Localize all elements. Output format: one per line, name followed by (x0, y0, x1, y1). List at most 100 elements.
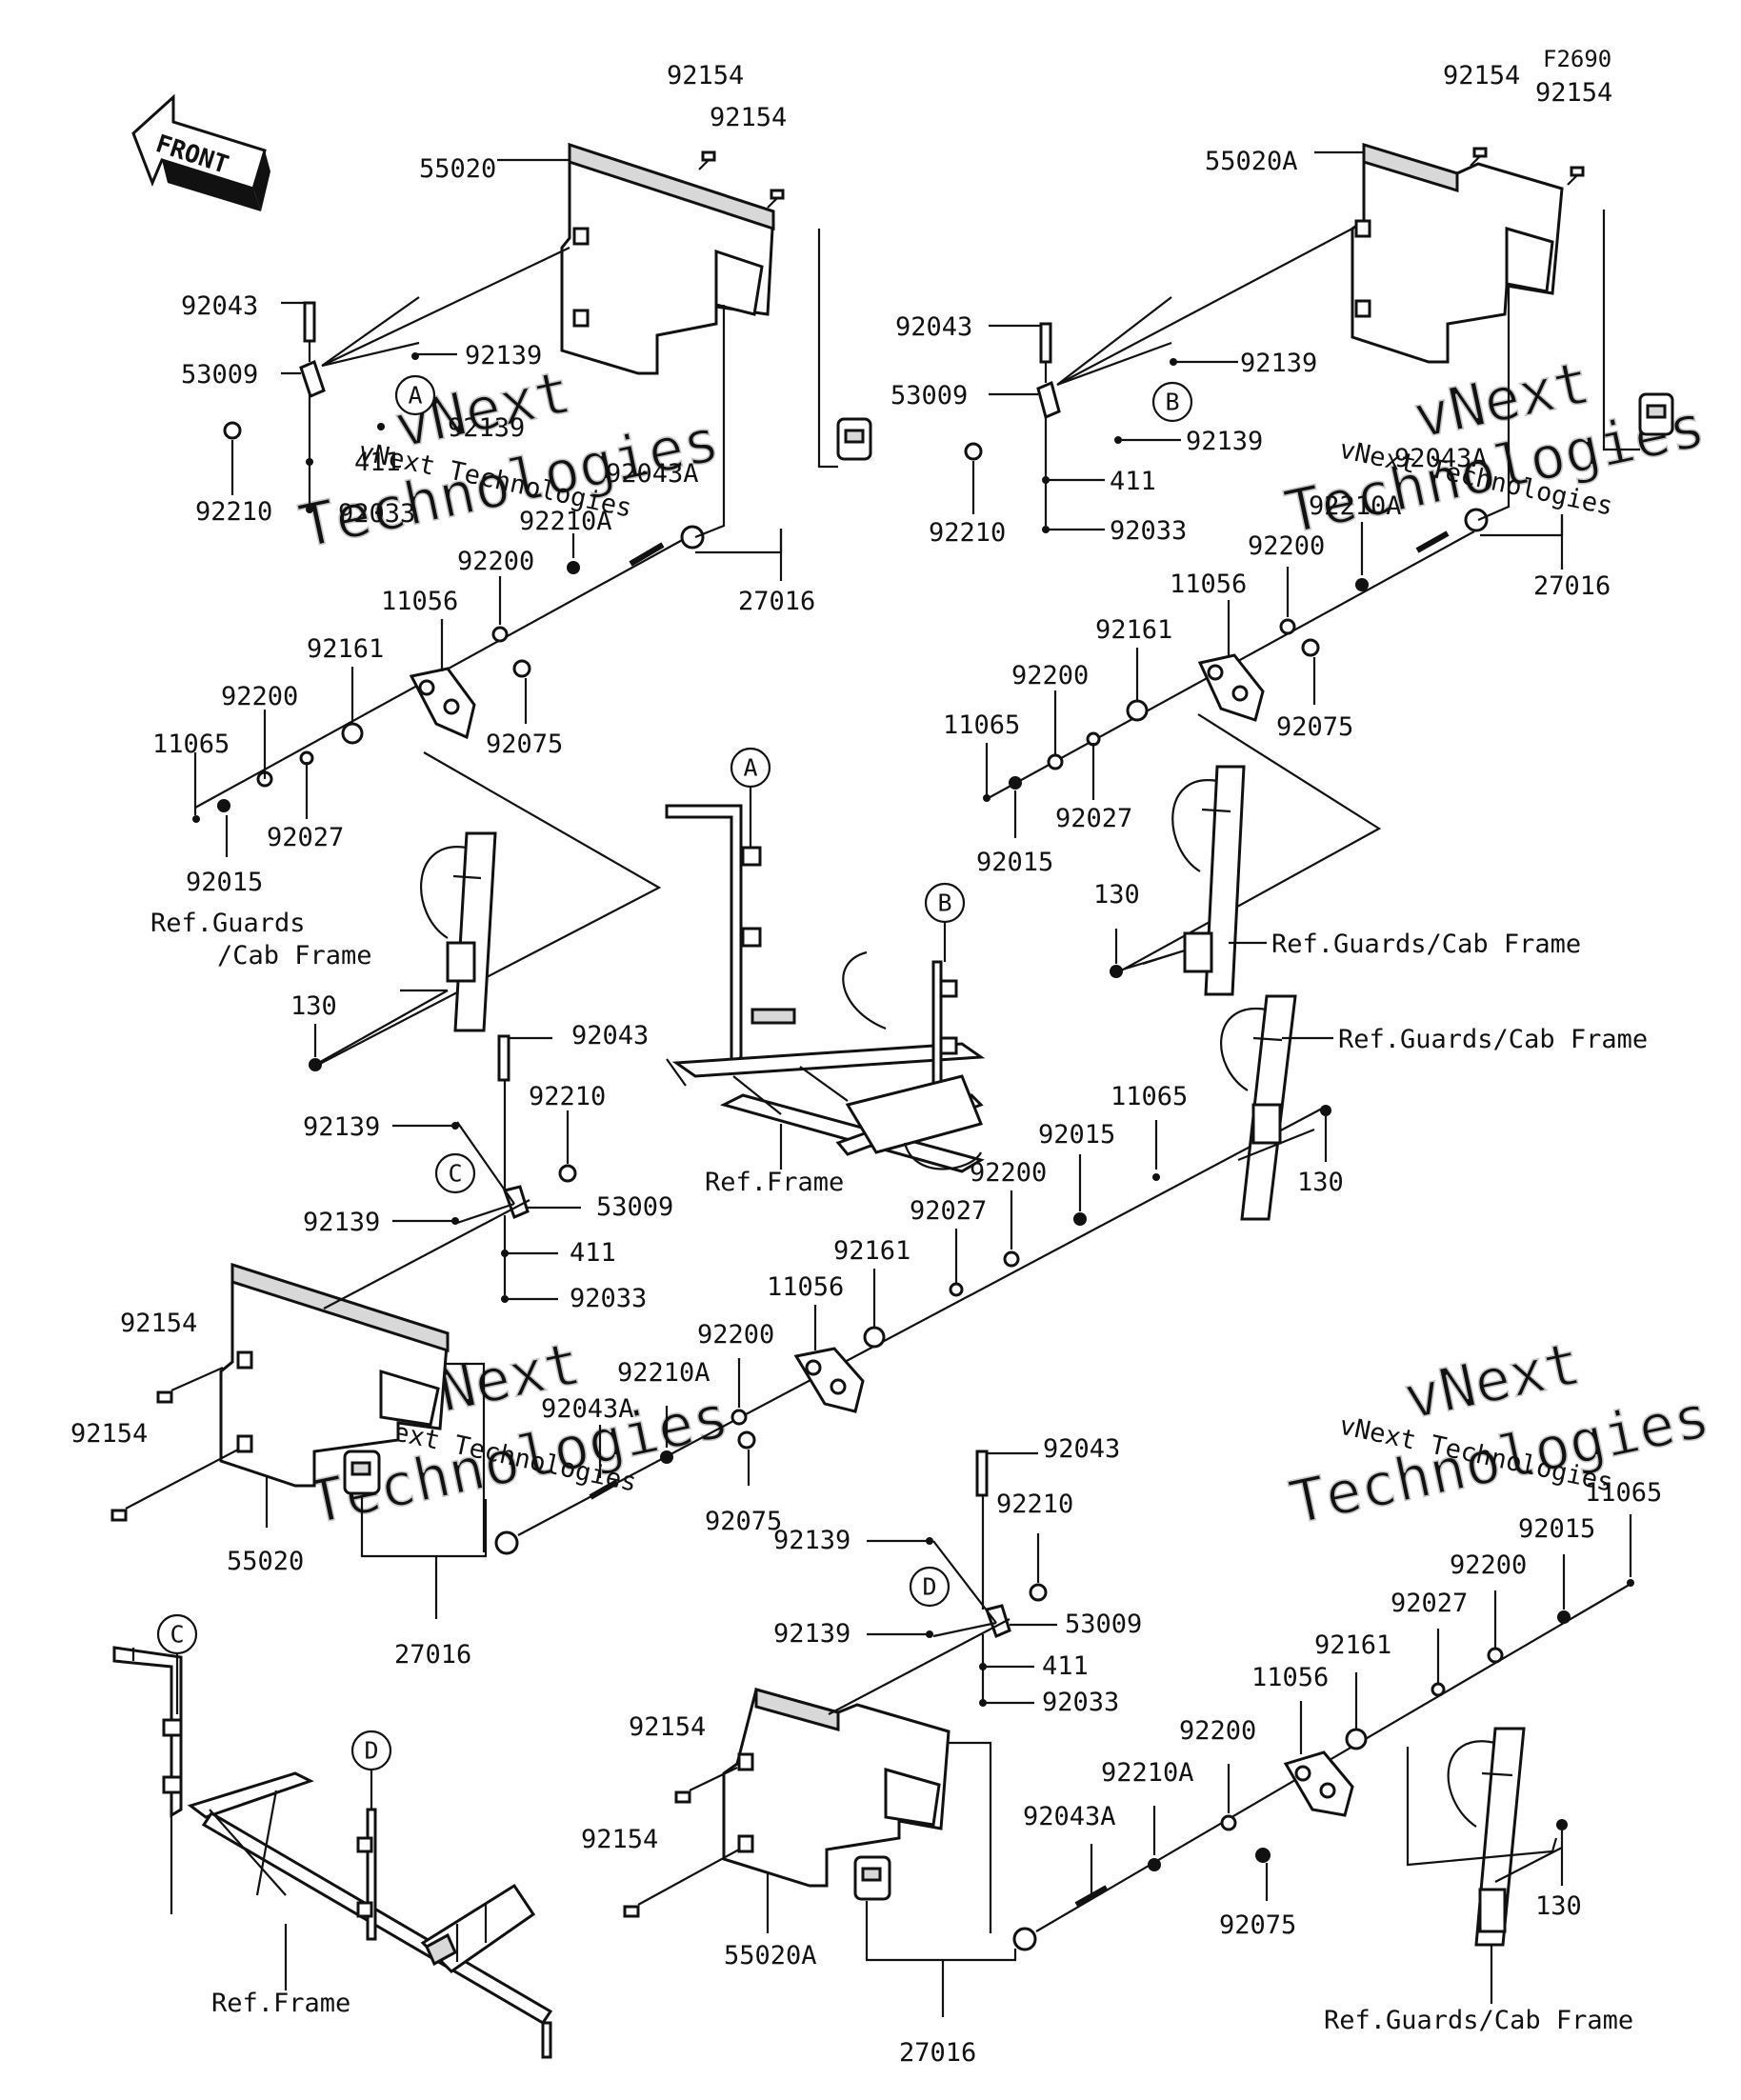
callout-a-bubble: A (730, 747, 771, 789)
label-92015: 92015 (976, 848, 1053, 877)
label-92043: 92043 (571, 1021, 649, 1050)
plate-11056 (409, 667, 476, 740)
guard-tube-middle (1220, 994, 1315, 1221)
label-92075: 92075 (1219, 1910, 1296, 1940)
label-92200: 92200 (1179, 1716, 1256, 1746)
nut-92210 (1029, 1583, 1048, 1602)
label-92139: 92139 (303, 1208, 380, 1237)
label-11056: 11056 (767, 1272, 844, 1302)
label-53009: 53009 (181, 360, 258, 390)
label-92139: 92139 (1186, 427, 1263, 456)
label-92139: 92139 (773, 1526, 850, 1555)
spacer-92161 (1345, 1728, 1368, 1750)
latch-27016 (1638, 392, 1674, 436)
assembly-bottom-right: D (623, 1450, 1634, 2017)
watermark-top-left: vNext Technologies vNext Technologies (292, 356, 726, 563)
axis-line (1035, 1582, 1633, 1932)
label-411: 411 (570, 1238, 616, 1268)
label-92139: 92139 (465, 341, 542, 370)
bolt-92154 (698, 150, 716, 170)
callout-c-bubble: C (434, 1152, 476, 1194)
label-92075: 92075 (486, 730, 563, 759)
label-55020a: 55020A (724, 1941, 817, 1970)
label-92139: 92139 (448, 413, 525, 443)
callout-c-bubble: C (156, 1613, 198, 1655)
label-92200: 92200 (221, 682, 298, 711)
nut-92210 (964, 442, 983, 461)
label-130: 130 (1297, 1168, 1344, 1197)
assembly-top-left: A (192, 142, 872, 1071)
nut-92075 (1301, 638, 1320, 657)
label-92154: 92154 (629, 1712, 706, 1742)
screw-130 (1320, 1105, 1331, 1116)
callout-letter: D (922, 1573, 936, 1601)
label-92139: 92139 (1240, 349, 1317, 378)
label-92043: 92043 (181, 291, 258, 321)
label-92210: 92210 (529, 1082, 606, 1111)
label-92200: 92200 (970, 1158, 1047, 1188)
pin-11065 (1152, 1173, 1160, 1181)
label-92200: 92200 (1450, 1550, 1527, 1580)
label-92075: 92075 (705, 1507, 782, 1536)
front-arrow-icon: FRONT (131, 93, 270, 211)
label-92161: 92161 (1314, 1630, 1391, 1660)
pin-92043 (497, 1034, 510, 1082)
latch-27016 (343, 1450, 381, 1495)
washer-92200 (1220, 1814, 1237, 1831)
callout-d-bubble: D (909, 1566, 951, 1608)
callout-letter: D (364, 1737, 378, 1765)
label-92033: 92033 (570, 1284, 647, 1313)
pin-92043 (303, 301, 316, 343)
label-92210: 92210 (929, 518, 1006, 548)
nut-92015 (1009, 776, 1022, 790)
label-27016: 27016 (394, 1640, 471, 1670)
spacer-92161 (341, 722, 364, 745)
callout-d-bubble: D (350, 1730, 392, 1771)
ref-guards-label: Ref.Guards (150, 909, 306, 938)
nut-92015 (1557, 1610, 1571, 1624)
washer-92200 (1279, 618, 1296, 635)
nut-92210 (558, 1164, 577, 1183)
label-92154: 92154 (667, 61, 744, 90)
label-92154: 92154 (1535, 78, 1612, 108)
label-92210a: 92210A (617, 1358, 710, 1388)
bolt-92043a (629, 542, 665, 567)
label-11065: 11065 (1111, 1082, 1188, 1111)
label-11065: 11065 (943, 710, 1020, 740)
washer-92200 (730, 1409, 748, 1426)
spacer-92161 (1126, 699, 1149, 722)
guard-tube-left (400, 831, 497, 1032)
label-92161: 92161 (307, 634, 384, 664)
label-92154: 92154 (581, 1825, 658, 1854)
label-411: 411 (354, 448, 401, 477)
label-92015: 92015 (1038, 1120, 1115, 1150)
ref-guards-cab-frame-label: Ref.Guards/Cab Frame (1324, 2006, 1633, 2035)
label-92043a: 92043A (1394, 444, 1488, 473)
storage-box-55020 (219, 1262, 450, 1488)
label-92075: 92075 (1276, 712, 1353, 742)
label-92033: 92033 (1042, 1688, 1119, 1717)
callout-letter: A (408, 382, 422, 410)
label-11056: 11056 (1170, 570, 1247, 599)
label-92043: 92043 (895, 312, 972, 342)
label-11056: 11056 (1251, 1663, 1329, 1692)
label-92200: 92200 (457, 547, 534, 576)
label-53009: 53009 (891, 381, 968, 410)
bolt-92043a (1415, 530, 1450, 553)
label-92161: 92161 (1095, 615, 1172, 645)
collar-92027 (949, 1282, 964, 1297)
pin-92043 (1039, 322, 1052, 364)
pin-11065 (192, 815, 200, 823)
label-92033: 92033 (338, 499, 415, 529)
label-92033: 92033 (1110, 516, 1187, 546)
label-92210a: 92210A (1309, 491, 1402, 521)
label-130: 130 (1093, 880, 1140, 910)
bolt-92043a (589, 1479, 619, 1500)
guard-tube-bottom (1447, 1727, 1563, 1947)
label-27016: 27016 (738, 587, 815, 616)
label-130: 130 (1535, 1891, 1582, 1921)
label-55020: 55020 (419, 154, 496, 184)
label-53009: 53009 (1065, 1610, 1142, 1639)
label-92200: 92200 (1011, 661, 1089, 690)
